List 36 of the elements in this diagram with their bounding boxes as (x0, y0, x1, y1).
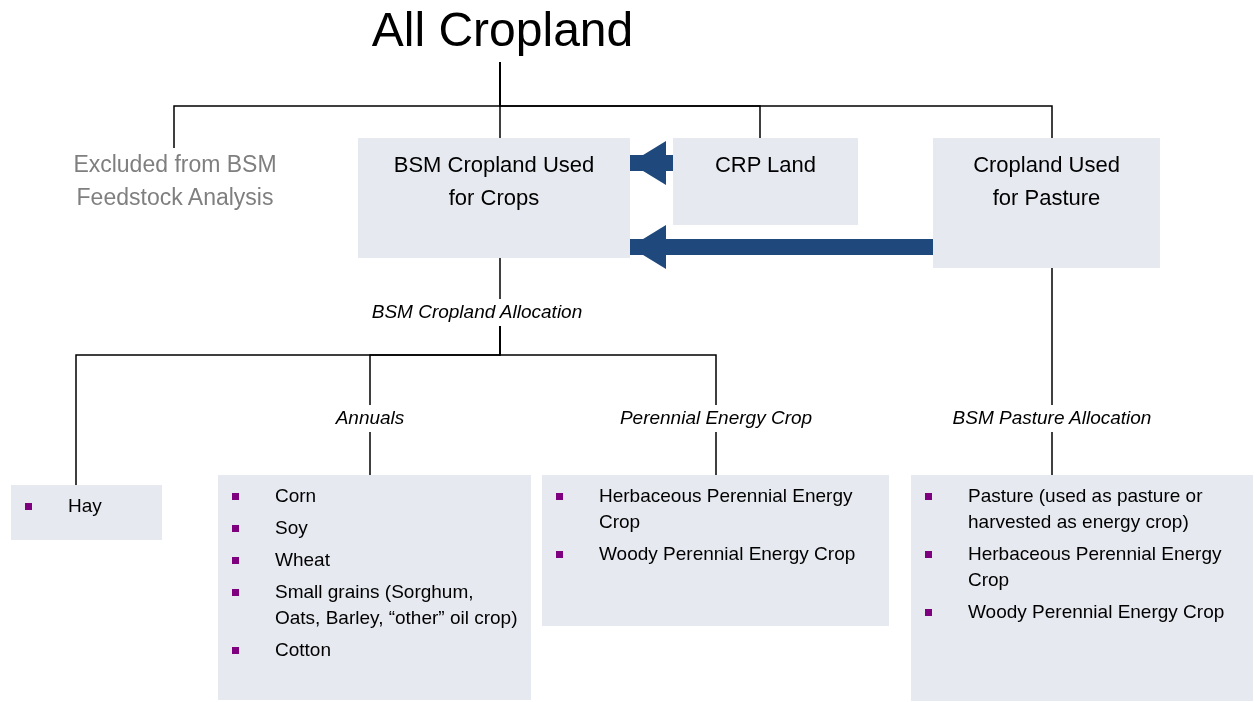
thick-arrow (630, 225, 933, 269)
connector-line (499, 325, 717, 406)
thick-arrow (630, 141, 673, 185)
list-item: Soy (275, 516, 308, 540)
category-label: Excluded from BSM Feedstock Analysis (30, 148, 320, 218)
allocation-label: BSM Pasture Allocation (905, 405, 1199, 432)
list-item: Hay (68, 494, 102, 518)
crop-list-box (11, 485, 162, 540)
crop-list-box (911, 475, 1253, 701)
connector-line (499, 257, 501, 300)
crop-list-box (218, 475, 531, 700)
connector-line (369, 431, 371, 476)
box-title: CRP Land (713, 151, 818, 179)
list-item: Pasture (used as pasture or harvested as energy crop) (968, 484, 1204, 534)
connector-line (499, 61, 1053, 139)
crop-list-box (542, 475, 889, 626)
list-item: Cotton (275, 638, 331, 662)
box-title: Cropland Used for Pasture (972, 151, 1121, 212)
list-item: Woody Perennial Energy Crop (968, 600, 1225, 624)
connector-line (715, 431, 717, 476)
list-item: Corn (275, 484, 317, 508)
allocation-label: Perennial Energy Crop (590, 405, 842, 432)
category-box (673, 138, 858, 225)
allocation-label: Annuals (300, 405, 440, 432)
list-item: Herbaceous Perennial Energy Crop (599, 484, 854, 534)
list-item: Small grains (Sorghum, Oats, Barley, “other” oil crop) (275, 580, 519, 630)
allocation-label: BSM Cropland Allocation (330, 299, 624, 326)
list-item: Wheat (275, 548, 330, 572)
connector-line (1051, 267, 1053, 406)
category-box (933, 138, 1160, 268)
connector-line (1051, 431, 1053, 476)
list-item: Herbaceous Perennial Energy Crop (968, 542, 1223, 592)
title-text: All Cropland (330, 0, 675, 62)
category-box (358, 138, 630, 258)
list-item: Woody Perennial Energy Crop (599, 542, 856, 566)
box-title: BSM Cropland Used for Crops (392, 151, 596, 212)
